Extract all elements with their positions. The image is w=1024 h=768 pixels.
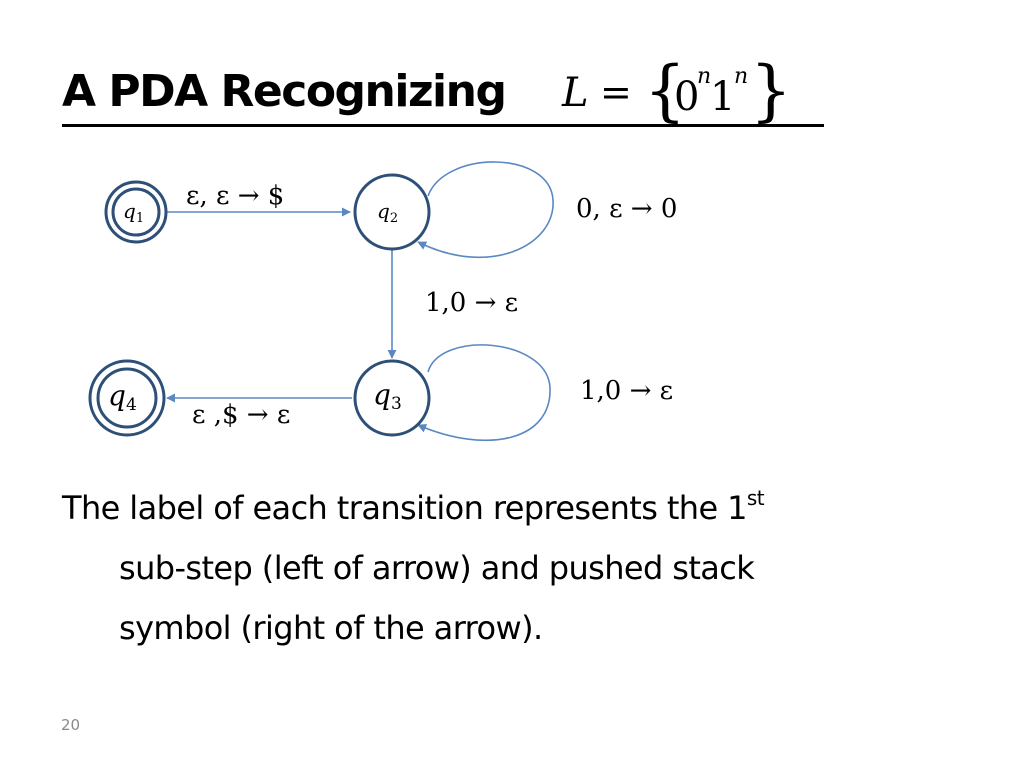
- state-q1: q1: [104, 180, 168, 244]
- state-q3-base: q: [373, 378, 391, 411]
- label-q2-q3: 1,0 → ε: [425, 288, 518, 318]
- state-q4-subscript: 4: [126, 395, 137, 415]
- body-line-1-text: The label of each transition represents …: [62, 489, 748, 527]
- body-paragraph: The label of each transition represents …: [62, 478, 982, 658]
- page-number: 20: [61, 716, 81, 734]
- state-q4-base: q: [108, 379, 126, 412]
- state-q4: q4: [88, 359, 166, 437]
- body-line-2: sub-step (left of arrow) and pushed stac…: [119, 549, 755, 587]
- title-underline: [62, 124, 824, 127]
- state-q2-subscript: 2: [390, 211, 398, 226]
- svg-text:q4: q4: [108, 379, 137, 415]
- page-title: A PDA Recognizing: [62, 66, 507, 117]
- language-formula: L = { 0 n 1 n }: [562, 52, 822, 129]
- state-q2: q2: [353, 173, 431, 251]
- title-block: A PDA Recognizing L = { 0 n 1 n }: [60, 52, 824, 130]
- body-line-1-superscript: st: [746, 486, 765, 510]
- formula-exponent-0: n: [697, 64, 712, 89]
- formula-base-1: 1: [710, 74, 736, 120]
- state-q3: q3: [353, 359, 431, 437]
- svg-text:q1: q1: [123, 199, 144, 226]
- state-q2-base: q: [377, 199, 390, 223]
- formula-base-0: 0: [674, 74, 700, 120]
- label-q3-self-loop: 1,0 → ε: [580, 376, 673, 406]
- edge-q2-self-loop: [417, 161, 554, 258]
- edge-q3-self-loop: [417, 344, 551, 442]
- label-q2-self-loop: 0, ε → 0: [576, 194, 677, 224]
- state-q1-base: q: [123, 199, 136, 223]
- body-line-1: The label of each transition represents …: [62, 478, 982, 538]
- formula-close-brace: }: [750, 52, 792, 129]
- svg-text:q2: q2: [377, 199, 398, 226]
- label-q1-q2: ε, ε → $: [186, 181, 284, 211]
- formula-lhs: L: [562, 70, 589, 116]
- label-q3-q4: ε ,$ → ε: [192, 400, 290, 430]
- body-line-3: symbol (right of the arrow).: [119, 609, 543, 647]
- svg-text:q3: q3: [373, 378, 402, 414]
- formula-exponent-1: n: [734, 64, 749, 89]
- formula-open-brace: {: [644, 52, 686, 129]
- state-q3-subscript: 3: [391, 394, 402, 414]
- formula-equals: =: [600, 70, 632, 114]
- state-q1-subscript: 1: [136, 211, 144, 226]
